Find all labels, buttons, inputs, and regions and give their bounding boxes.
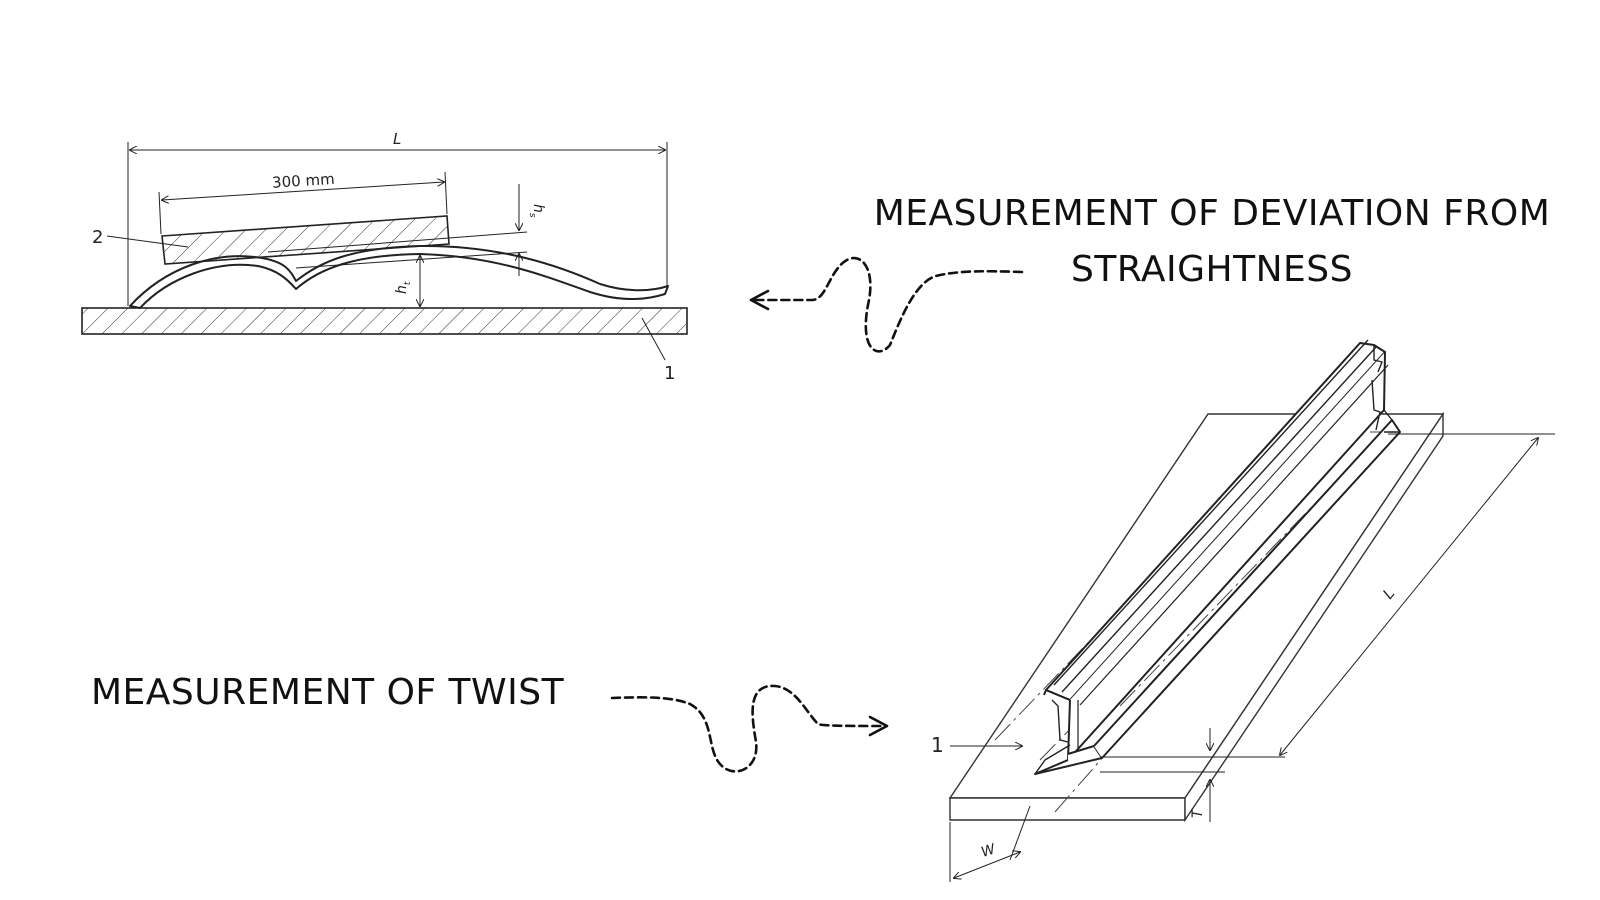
straightedge-label: 2 bbox=[92, 227, 103, 248]
ht-label: ht bbox=[394, 281, 413, 294]
straightness-caption-line2: STRAIGHTNESS bbox=[1071, 249, 1353, 290]
twist-height-label: T bbox=[1190, 808, 1206, 818]
straightness-caption: MEASUREMENT OF DEVIATION FROM STRAIGHTNE… bbox=[852, 186, 1572, 298]
twist-pointer-arrow bbox=[610, 684, 889, 773]
twist-length-label: L bbox=[1379, 585, 1398, 603]
surface-plate bbox=[81, 307, 688, 335]
twist-diagram: 1 L T W bbox=[931, 339, 1555, 882]
straightedge bbox=[161, 215, 450, 265]
twist-width-label: W bbox=[979, 841, 998, 861]
straightness-diagram: 1 2 L 300 mm hs ht bbox=[81, 130, 688, 384]
hs-label: hs bbox=[527, 204, 546, 218]
overall-length-label: L bbox=[393, 130, 401, 148]
straightness-caption-line1: MEASUREMENT OF DEVIATION FROM bbox=[873, 193, 1551, 234]
twist-caption: MEASUREMENT OF TWIST bbox=[91, 672, 565, 713]
surface-plate-label: 1 bbox=[664, 363, 675, 384]
ruler-length-label: 300 mm bbox=[272, 170, 336, 192]
straightness-pointer-arrow bbox=[749, 256, 1024, 353]
twist-plate-label: 1 bbox=[931, 733, 944, 757]
